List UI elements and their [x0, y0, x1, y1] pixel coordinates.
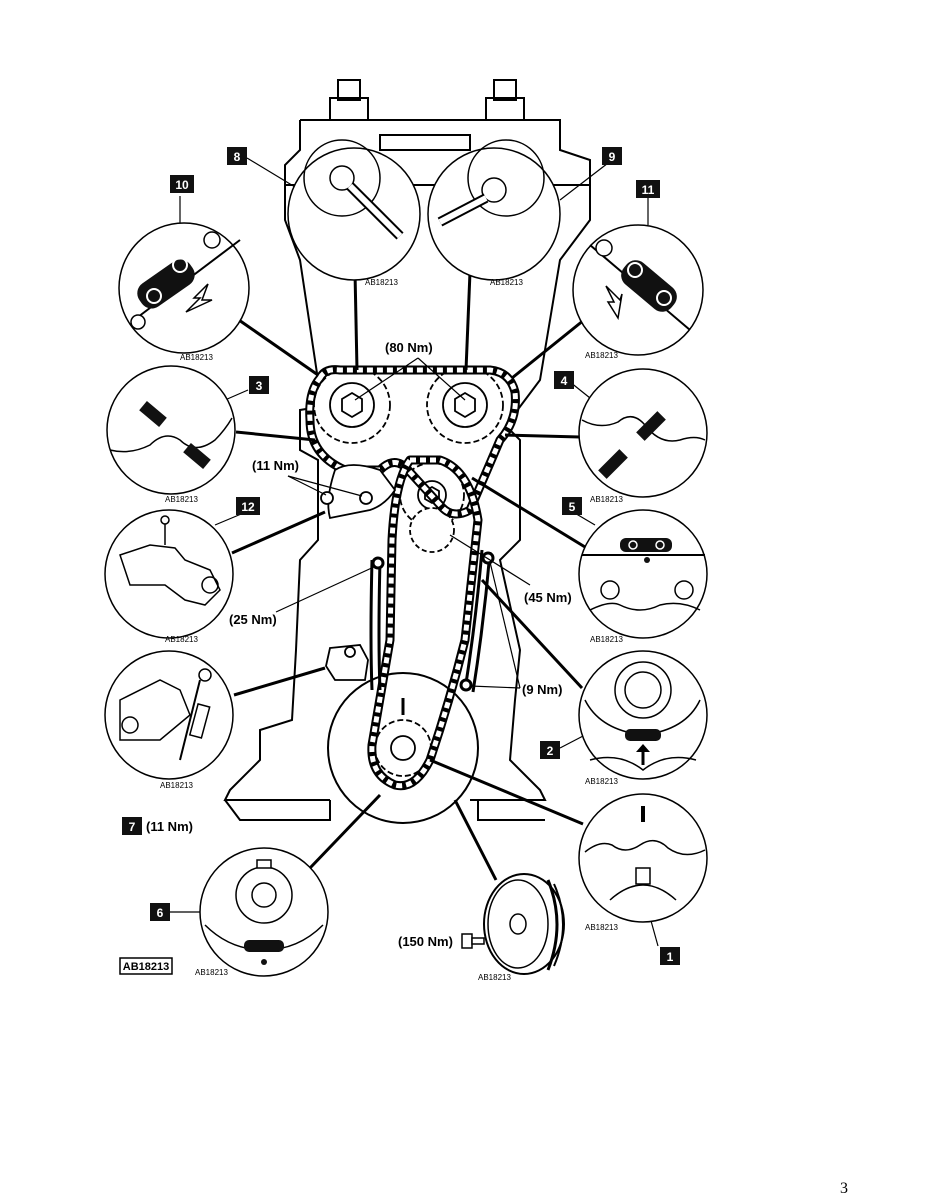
callout-8: 8	[234, 150, 241, 164]
detail-crank-sprocket: AB18213	[195, 847, 329, 977]
figure-reference: AB18213	[119, 957, 173, 975]
lower-chain-links	[369, 457, 481, 789]
callout-3: 3	[256, 379, 263, 393]
detail-ref-9: AB18213	[490, 278, 523, 287]
pulley-ref: AB18213	[478, 973, 511, 982]
detail-ref-1: AB18213	[585, 923, 618, 932]
callout-10: 10	[175, 178, 189, 192]
upper-chain-links	[307, 367, 518, 517]
torque-camshaft: (80 Nm)	[385, 340, 433, 355]
detail-ref-10: AB18213	[180, 353, 213, 362]
callout-2: 2	[547, 744, 554, 758]
callout-9: 9	[609, 150, 616, 164]
figure-ref-label: AB18213	[123, 961, 169, 973]
engine-block	[223, 79, 591, 824]
detail-chain-mark-right: AB18213	[572, 224, 704, 360]
callout-4: 4	[561, 374, 568, 388]
torque-idler: (45 Nm)	[524, 590, 572, 605]
callout-1: 1	[667, 950, 674, 964]
detail-sprocket-mark-right: AB18213	[578, 368, 708, 504]
detail-ref-3: AB18213	[165, 495, 198, 504]
callout-12: 12	[241, 500, 255, 514]
detail-ref-6: AB18213	[195, 968, 228, 977]
detail-ref-4: AB18213	[590, 495, 623, 504]
crankshaft-pulley: AB18213	[478, 873, 565, 982]
detail-ref-11: AB18213	[585, 351, 618, 360]
torque-crank-pulley: (150 Nm)	[398, 934, 453, 949]
left-camshaft-sprocket	[313, 366, 391, 444]
detail-crank-sprocket-mark: AB18213	[578, 650, 708, 786]
page-number: 3	[840, 1180, 848, 1197]
detail-chain-mark-left: AB18213	[118, 222, 250, 362]
torque-left-guide: (25 Nm)	[229, 612, 277, 627]
detail-crank-keyway: AB18213	[578, 793, 708, 932]
left-chain-guide	[369, 556, 385, 691]
detail-idler-mark: AB18213	[578, 509, 708, 644]
detail-ref-2: AB18213	[585, 777, 618, 786]
right-chain-guide	[459, 549, 495, 693]
detail-ref-5: AB18213	[590, 635, 623, 644]
torque-right-guide: (9 Nm)	[522, 682, 562, 697]
torque-leaders	[168, 157, 659, 947]
tensioner-body	[325, 644, 369, 681]
torque-guide-bolts: (11 Nm)	[252, 458, 299, 473]
detail-camshaft-right: AB18213	[427, 139, 561, 287]
torque-labels: (80 Nm) (11 Nm) (45 Nm) (25 Nm) (9 Nm) (…	[146, 340, 572, 949]
detail-ref-8: AB18213	[365, 278, 398, 287]
detail-guide-rail: AB18213	[104, 509, 234, 644]
detail-camshaft-left: AB18213	[287, 139, 421, 287]
callout-boxes: 8 9 10 11 3 4 12 5 2 7 6 1	[122, 147, 680, 965]
callout-11: 11	[642, 183, 655, 197]
torque-tensioner: (11 Nm)	[146, 819, 193, 834]
detail-sprocket-mark-left: AB18213	[106, 365, 236, 504]
detail-tensioner: AB18213	[104, 650, 234, 790]
detail-ref-12: AB18213	[165, 635, 198, 644]
pulley-bolt	[461, 933, 485, 949]
callout-7: 7	[129, 820, 136, 834]
detail-ref-7: AB18213	[160, 781, 193, 790]
callout-6: 6	[157, 906, 164, 920]
callout-5: 5	[569, 500, 576, 514]
upper-guide-rail	[320, 464, 397, 520]
right-camshaft-sprocket	[426, 366, 504, 444]
